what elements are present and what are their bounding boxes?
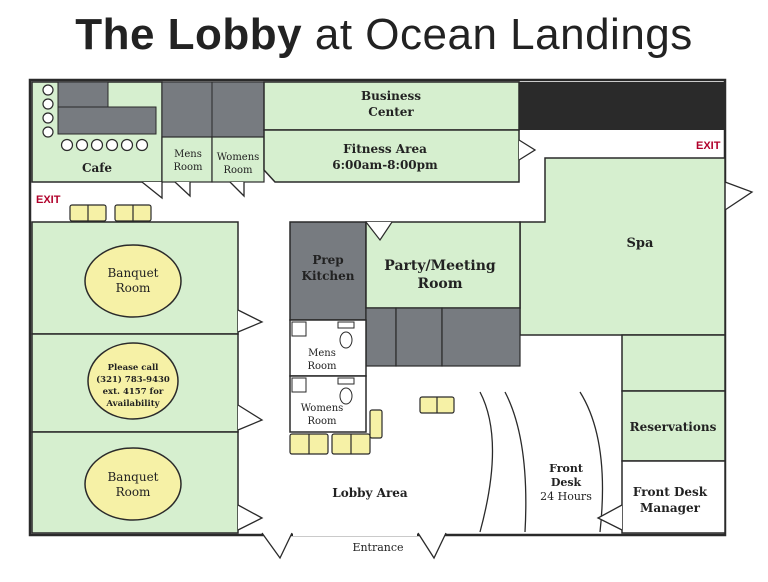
banquet-room-1[interactable]: Banquet Room: [31, 221, 264, 335]
party-meeting-room[interactable]: Party/Meeting Room: [365, 221, 521, 309]
availability-line-2: (321) 783-9430: [96, 374, 170, 385]
business-center[interactable]: Business Center: [263, 81, 520, 131]
womens-room-2-label-2: Room: [307, 416, 337, 427]
banquet-room-3[interactable]: Banquet Room: [31, 431, 264, 534]
spa-room[interactable]: Spa: [519, 157, 726, 336]
womens-room-2-label-1: Womens: [301, 403, 344, 414]
mens-room-label-1: Mens: [174, 149, 202, 160]
exit-sign-left: EXIT: [36, 194, 61, 206]
front-desk-manager-office[interactable]: Front Desk Manager: [596, 460, 726, 534]
womens-room-lower[interactable]: Womens Room: [289, 375, 367, 433]
business-center-label-2: Center: [368, 105, 414, 119]
fitness-area[interactable]: Fitness Area 6:00am-8:00pm: [263, 129, 520, 183]
prep-kitchen-label-2: Kitchen: [302, 269, 355, 283]
front-desk-label-2: Desk: [551, 476, 582, 489]
lobby-area-label: Lobby Area: [332, 486, 408, 500]
front-desk-label-3: 24 Hours: [540, 490, 592, 503]
front-desk-manager-label-2: Manager: [640, 501, 701, 515]
prep-kitchen[interactable]: Prep Kitchen: [289, 221, 367, 321]
reservations-label: Reservations: [630, 420, 717, 434]
front-desk-manager-label-1: Front Desk: [633, 485, 708, 499]
title-bold: The Lobby: [75, 10, 303, 59]
dark-wall-block: [519, 82, 725, 130]
sofas-upper-left: [69, 204, 152, 222]
business-center-label-1: Business: [361, 89, 421, 103]
storage-blocks: [365, 307, 521, 367]
entrance-doors[interactable]: [261, 531, 447, 560]
title-rest: at Ocean Landings: [302, 10, 693, 59]
prep-kitchen-label-1: Prep: [312, 253, 343, 267]
fitness-area-label-1: Fitness Area: [343, 142, 427, 156]
front-desk-counter: [479, 391, 604, 533]
cafe-label: Cafe: [82, 161, 112, 175]
availability-line-4: Availability: [105, 399, 160, 409]
party-meeting-label-1: Party/Meeting: [384, 258, 496, 274]
womens-room-label-1: Womens: [217, 152, 260, 163]
mens-room-2-label-2: Room: [307, 361, 337, 372]
front-desk[interactable]: Front Desk 24 Hours: [540, 462, 592, 503]
mens-room-2-label-1: Mens: [308, 348, 336, 359]
mens-room-label-2: Room: [173, 162, 203, 173]
womens-room-label-2: Room: [223, 165, 253, 176]
womens-room-upper[interactable]: Womens Room: [211, 81, 265, 183]
mens-room-upper[interactable]: Mens Room: [161, 81, 213, 183]
front-desk-label-1: Front: [549, 462, 584, 475]
exit-sign-right: EXIT: [696, 140, 721, 152]
party-meeting-label-2: Room: [417, 276, 462, 292]
spa-label: Spa: [627, 236, 654, 251]
banquet-3-label-2: Room: [116, 485, 151, 499]
mens-room-lower[interactable]: Mens Room: [289, 319, 367, 377]
availability-line-1: Please call: [108, 363, 160, 373]
banquet-1-label-1: Banquet: [107, 266, 158, 280]
cafe-area[interactable]: Cafe: [31, 81, 163, 183]
lobby-sofas: [289, 396, 455, 455]
fitness-area-label-2: 6:00am-8:00pm: [332, 158, 438, 172]
availability-line-3: ext. 4157 for: [103, 387, 164, 397]
banquet-1-label-2: Room: [116, 281, 151, 295]
banquet-room-2-availability[interactable]: Please call (321) 783-9430 ext. 4157 for…: [31, 333, 264, 433]
map-title: The Lobby at Ocean Landings: [0, 10, 768, 60]
cafe-stools: [42, 84, 149, 152]
entrance-label: Entrance: [352, 541, 403, 554]
banquet-3-label-1: Banquet: [107, 470, 158, 484]
reservations-office[interactable]: Reservations: [621, 334, 726, 462]
